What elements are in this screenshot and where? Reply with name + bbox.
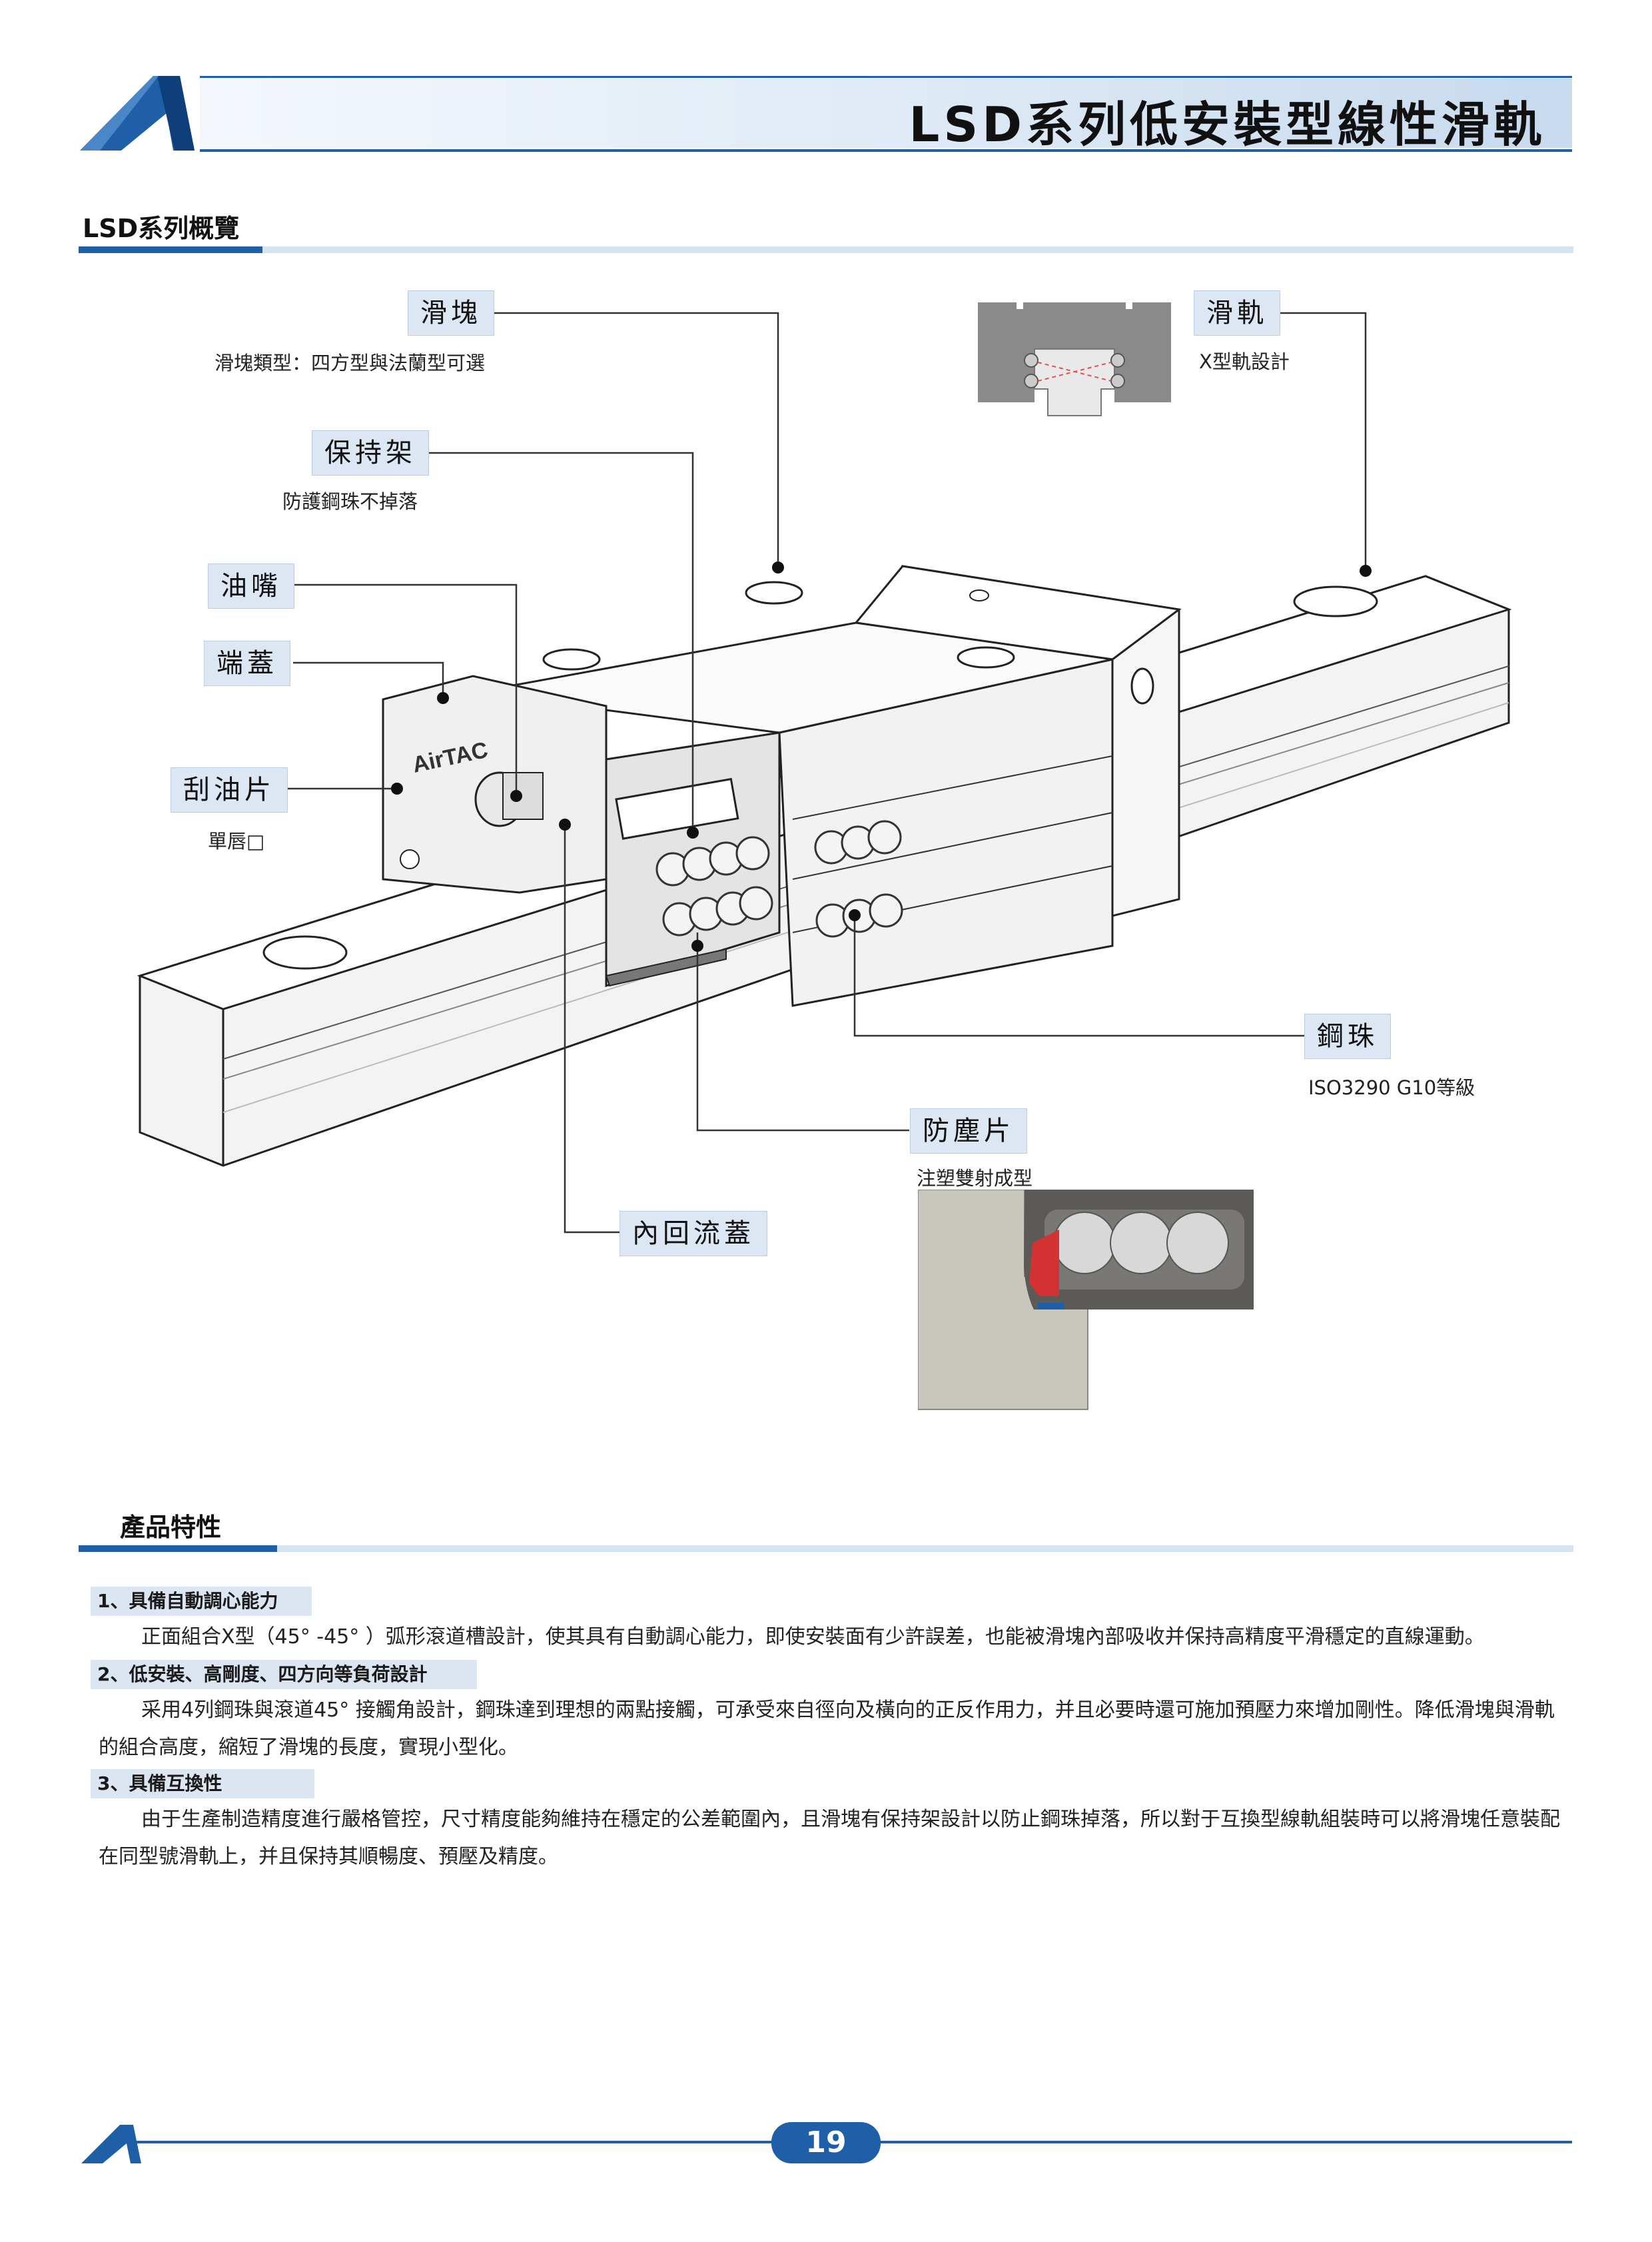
- callout-return-cap: 內回流蓋: [620, 1211, 767, 1256]
- features-rule-accent: [79, 1545, 277, 1552]
- callout-rail-note: X型軌設計: [1199, 350, 1290, 373]
- feature-1-title: 1、具備自動調心能力: [91, 1587, 312, 1616]
- overview-heading: LSD系列概覽: [83, 214, 240, 243]
- company-logo-icon: [80, 76, 195, 151]
- feature-2-title: 2、低安裝、高剛度、四方向等負荷設計: [91, 1660, 477, 1689]
- callout-steel-ball-note: ISO3290 G10等級: [1308, 1076, 1475, 1099]
- callout-grease-nipple: 油嘴: [208, 563, 294, 609]
- callout-dust-seal: 防塵片: [910, 1108, 1027, 1154]
- linear-guide-illustration: AirTAC: [137, 565, 1512, 1167]
- header-band: [200, 79, 1572, 148]
- feature-3-title: 3、具備互換性: [91, 1769, 314, 1798]
- feature-3-text: 由于生產制造精度進行嚴格管控，尺寸精度能夠維持在穩定的公差範圍內，且滑塊有保持架…: [99, 1808, 1560, 1868]
- callout-dust-seal-note: 注塑雙射成型: [917, 1167, 1033, 1190]
- header-rule-bottom: [200, 149, 1572, 152]
- page-number: 19: [771, 2122, 881, 2163]
- callout-block: 滑塊: [408, 290, 494, 336]
- callout-block-note: 滑塊類型：四方型與法蘭型可選: [214, 352, 486, 374]
- footer-logo-icon: [81, 2125, 141, 2163]
- page-title: LSD系列低安裝型線性滑軌: [909, 97, 1545, 153]
- overview-rule: [262, 246, 1573, 253]
- callout-scraper: 刮油片: [171, 767, 288, 813]
- header-rule-top: [200, 76, 1572, 78]
- rail-cross-section-icon: [978, 302, 1171, 416]
- dust-seal-cutaway-icon: [918, 1190, 1254, 1416]
- feature-1-text: 正面組合X型（45° -45° ）弧形滾道槽設計，使其具有自動調心能力，即使安裝…: [141, 1625, 1485, 1649]
- callout-retainer: 保持架: [312, 430, 429, 476]
- callout-end-cap: 端蓋: [204, 641, 290, 686]
- overview-rule-accent: [79, 246, 262, 253]
- feature-2-text: 采用4列鋼珠與滾道45° 接觸角設計，鋼珠達到理想的兩點接觸，可承受來自徑向及橫…: [99, 1698, 1555, 1759]
- callout-steel-ball: 鋼珠: [1304, 1014, 1391, 1059]
- callout-scraper-note: 單唇□: [208, 830, 265, 853]
- callout-rail: 滑軌: [1194, 290, 1280, 336]
- features-rule: [277, 1545, 1573, 1552]
- callout-retainer-note: 防護鋼珠不掉落: [282, 490, 418, 513]
- features-heading: 產品特性: [120, 1513, 222, 1542]
